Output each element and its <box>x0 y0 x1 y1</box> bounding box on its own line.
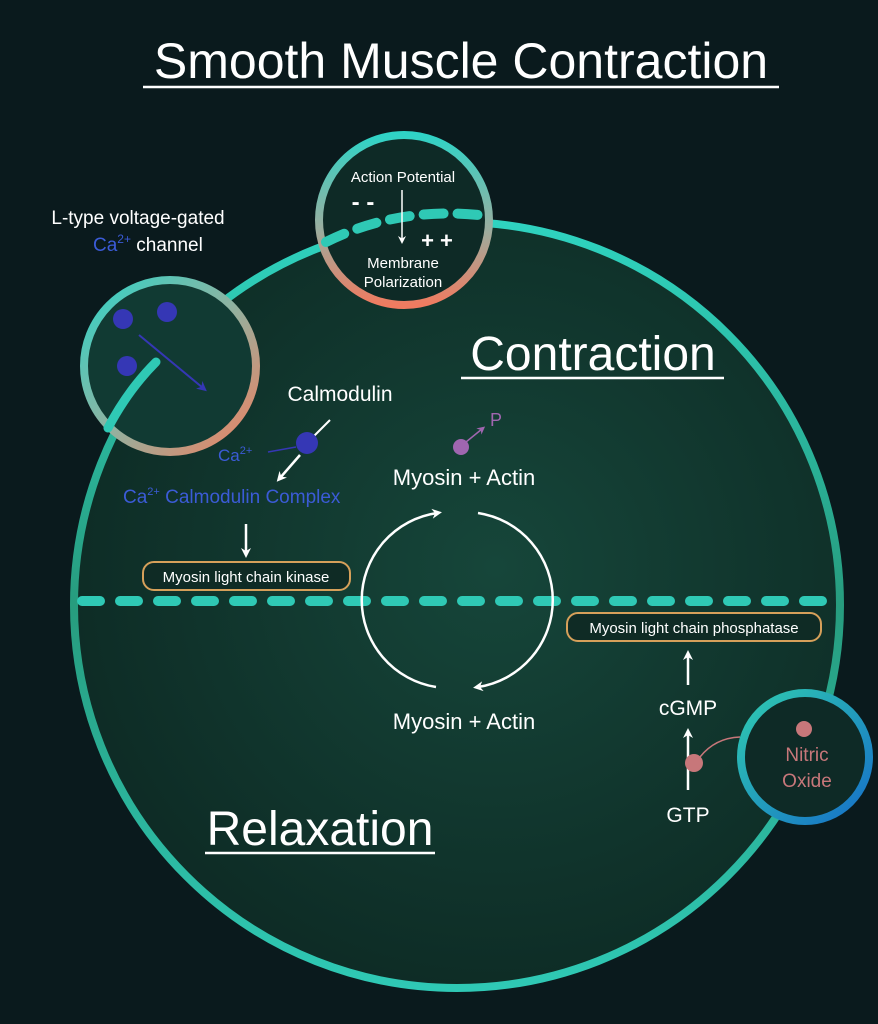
negative-charge-label: - - <box>352 189 375 216</box>
channel-label-line1: L-type voltage-gated <box>51 208 224 229</box>
kinase-box <box>142 561 351 591</box>
cycle-arrow-right <box>473 511 555 692</box>
calcium-channel-group <box>80 276 260 456</box>
channel-membrane-segment <box>103 357 161 433</box>
nitric-oxide-line1: Nitric <box>785 745 828 766</box>
myosin-actin-bottom: Myosin + Actin <box>393 709 535 734</box>
phosphate-label: P <box>490 410 502 430</box>
nitric-oxide-pathway <box>699 736 741 758</box>
calcium-ion-1 <box>113 309 133 329</box>
channel-ca-superscript: 2+ <box>117 232 131 246</box>
positive-charge-label: + + <box>421 228 453 253</box>
calmodulin-label: Calmodulin <box>287 383 392 406</box>
channel-label-line2: Ca2+ channel <box>93 232 203 256</box>
calcium-binding-line <box>267 446 297 453</box>
cgmp-label: cGMP <box>659 697 717 720</box>
membrane-label: Membrane <box>367 255 439 272</box>
nitric-oxide-bound-dot <box>685 754 703 772</box>
membrane-dash <box>321 208 493 247</box>
contraction-heading: Contraction <box>470 328 715 381</box>
nitric-oxide-group: Nitric Oxide <box>737 689 873 825</box>
diagram-title: Smooth Muscle Contraction <box>154 33 768 89</box>
gtp-label: GTP <box>666 804 709 827</box>
nitric-oxide-dot <box>796 721 812 737</box>
calmodulin-ca-label: Ca2+ <box>218 445 252 465</box>
phosphate-pointer <box>465 426 486 443</box>
cycle-arrow-left <box>360 508 442 689</box>
calcium-ion-2 <box>157 302 177 322</box>
action-potential-label: Action Potential <box>351 169 455 186</box>
complex-ca-text: Ca <box>123 487 148 508</box>
calmodulin-complex-label: Ca2+ Calmodulin Complex <box>123 486 341 508</box>
complex-formation-arrow <box>276 454 301 482</box>
calmodulin-ca-text: Ca <box>218 446 240 465</box>
relaxation-heading: Relaxation <box>207 803 434 856</box>
complex-ca-superscript: 2+ <box>147 486 160 498</box>
channel-ca-text: Ca <box>93 235 118 256</box>
polarization-label: Polarization <box>364 274 442 291</box>
nitric-oxide-circle <box>737 689 873 825</box>
phosphatase-label: Myosin light chain phosphatase <box>589 620 798 637</box>
nitric-oxide-line2: Oxide <box>782 771 832 792</box>
calmodulin-ca-superscript: 2+ <box>240 445 253 457</box>
phosphatase-box <box>566 612 822 642</box>
action-potential-group: Action Potential - - + + Membrane Polari… <box>315 131 493 309</box>
calmodulin-dot <box>296 432 318 454</box>
calcium-ion-3 <box>117 356 137 376</box>
myosin-actin-top: Myosin + Actin <box>393 465 535 490</box>
kinase-label: Myosin light chain kinase <box>163 569 330 586</box>
calcium-influx-arrow <box>138 334 207 392</box>
channel-word: channel <box>131 235 203 256</box>
complex-rest-text: Calmodulin Complex <box>160 487 341 508</box>
phosphate-dot <box>453 439 469 455</box>
